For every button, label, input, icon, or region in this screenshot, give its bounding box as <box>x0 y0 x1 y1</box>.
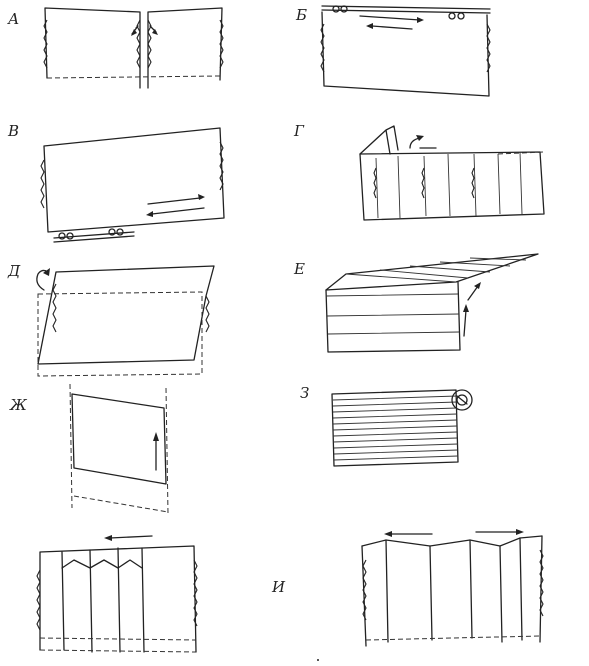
panel-b-rail-curtain <box>320 5 491 97</box>
panel-zh-lifting-curtain <box>69 383 169 515</box>
label-e: Е <box>294 260 305 278</box>
label-b: Б <box>296 6 308 24</box>
label-g: Г <box>294 122 304 140</box>
panel-i-folding-screens <box>361 529 544 647</box>
label-i: И <box>272 578 286 596</box>
panel-a-parting-curtain <box>43 7 224 89</box>
dot-mark <box>317 659 319 661</box>
panel-accordion-left <box>36 535 198 653</box>
panel-g-folding-curtain <box>359 125 545 221</box>
panel-z-roller-blind <box>331 389 473 467</box>
label-a: А <box>8 10 20 28</box>
label-zh: Ж <box>10 396 27 414</box>
panel-e-roman-blind <box>325 253 539 353</box>
label-z: З <box>300 384 310 402</box>
label-d: Д <box>8 262 21 280</box>
panel-v-bottom-rail-curtain <box>40 127 225 243</box>
panel-d-tilting-curtain <box>36 265 215 377</box>
label-v: В <box>8 122 20 140</box>
